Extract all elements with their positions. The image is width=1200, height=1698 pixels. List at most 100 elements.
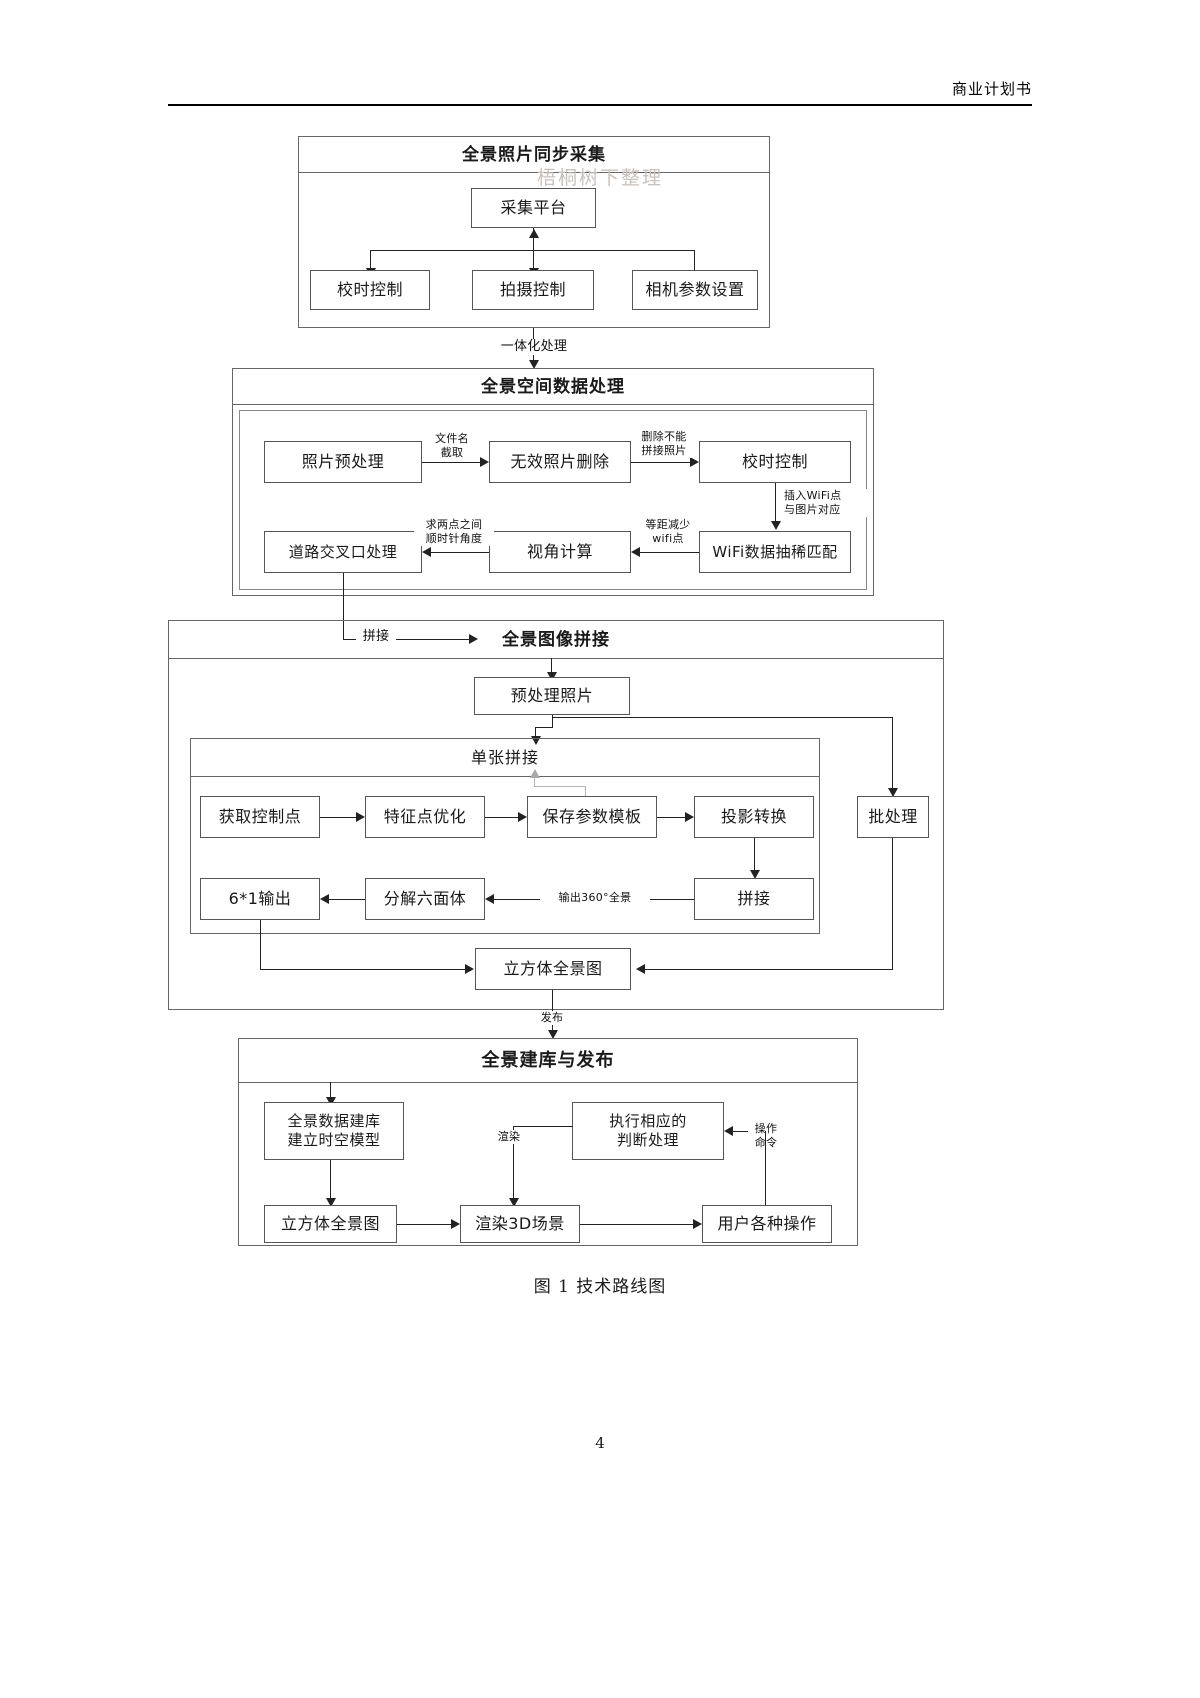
node-projection-convert: 投影转换 — [694, 796, 814, 838]
connector-preprocessed-stem — [552, 715, 553, 727]
node-time-sync-control-2: 校时控制 — [699, 441, 851, 483]
arrowhead-to-batch-process — [888, 788, 898, 797]
edge-label-clockwise-angle: 求两点之间 顺时针角度 — [414, 518, 494, 546]
connector-batch-drop — [892, 717, 893, 795]
arrowhead-to-save-template — [518, 812, 527, 822]
node-stitch: 拼接 — [694, 878, 814, 920]
node-batch-process: 批处理 — [857, 796, 929, 838]
figure-caption: 图 1 技术路线图 — [533, 1277, 667, 1297]
connector-judgement-to-render-vert — [513, 1126, 514, 1204]
edge-label-publish: 发布 — [532, 1011, 572, 1025]
arrowhead-to-decompose-cube — [485, 894, 494, 904]
section-title-publish: 全景建库与发布 — [239, 1039, 857, 1083]
arrowhead-section4 — [548, 1030, 558, 1039]
node-label: 6*1输出 — [228, 889, 292, 908]
edge-label-line1: 求两点之间 — [425, 518, 483, 531]
node-label: 特征点优化 — [383, 807, 467, 826]
arrowhead-section2 — [529, 360, 539, 369]
connector-decompose-to-output — [329, 899, 365, 900]
connector-template-feedback-horz — [534, 786, 586, 787]
arrowhead-to-platform — [529, 229, 539, 238]
node-wifi-data-match: WiFi数据抽稀匹配 — [699, 531, 851, 573]
connector-template-to-projection — [657, 817, 685, 818]
node-invalid-photo-delete: 无效照片删除 — [489, 441, 631, 483]
page-number: 4 — [595, 1434, 605, 1452]
connector-template-feedback-riser — [534, 777, 535, 787]
arrowhead-to-single-stitch — [531, 736, 541, 745]
connector-preprocessed-drop — [535, 727, 536, 739]
node-label: 采集平台 — [500, 198, 567, 217]
node-label: 用户各种操作 — [717, 1214, 817, 1233]
arrowhead-to-cube-panorama-right — [636, 964, 645, 974]
arrowhead-to-render-3d — [509, 1198, 519, 1207]
arrowhead-to-view-angle — [631, 547, 640, 557]
node-label: 校时控制 — [336, 280, 403, 299]
node-label: 相机参数设置 — [645, 280, 745, 299]
arrowhead-to-invalid-delete — [480, 457, 489, 467]
edge-label-output-360: 输出360°全景 — [540, 891, 650, 905]
edge-label-insert-wifi: 插入WiFi点 与图片对应 — [784, 489, 868, 517]
connector-section2-to-section3-vert — [343, 573, 344, 639]
section-title-image-stitching: 全景图像拼接 — [169, 621, 943, 659]
connector-judgement-to-render-horz — [513, 1126, 573, 1127]
node-camera-parameter-settings: 相机参数设置 — [632, 270, 758, 310]
node-photo-preprocess: 照片预处理 — [264, 441, 422, 483]
edge-label-line1: 文件名 — [435, 432, 469, 445]
node-label: 立方体全景图 — [280, 1214, 380, 1233]
section-title-collection: 全景照片同步采集 — [299, 137, 769, 173]
connector-platform-bus — [370, 250, 695, 251]
node-build-database: 全景数据建库 建立时空模型 — [264, 1102, 404, 1160]
node-cube-panorama: 立方体全景图 — [475, 948, 631, 990]
node-label: 道路交叉口处理 — [288, 542, 398, 561]
section-panel-publish: 全景建库与发布 — [238, 1038, 858, 1246]
node-label: 投影转换 — [720, 807, 787, 826]
node-label: 预处理照片 — [510, 686, 594, 705]
arrowhead-to-projection-convert — [685, 812, 694, 822]
connector-wifi-to-viewangle — [640, 552, 699, 553]
node-label-line1: 执行相应的 — [609, 1112, 687, 1131]
arrowhead-to-time-sync-2 — [690, 457, 699, 467]
node-execute-judgement: 执行相应的 判断处理 — [572, 1102, 724, 1160]
arrowhead-to-six-by-one — [320, 894, 329, 904]
connector-control-to-feature — [320, 817, 356, 818]
connector-platform-stem — [533, 228, 534, 250]
node-preprocessed-photo: 预处理照片 — [474, 677, 630, 715]
edge-label-filename-crop: 文件名 截取 — [424, 432, 480, 460]
node-label-line1: 全景数据建库 — [287, 1112, 381, 1131]
section-panel-image-stitching: 全景图像拼接 — [168, 620, 944, 1010]
arrowhead-to-render-3d-scene — [451, 1219, 460, 1229]
connector-render-to-user — [580, 1224, 693, 1225]
connector-cube2-to-render — [397, 1224, 451, 1225]
node-six-by-one-output: 6*1输出 — [200, 878, 320, 920]
edge-label-line1: 操作 — [754, 1122, 778, 1135]
edge-label-op-command: 操作 命令 — [748, 1122, 784, 1150]
arrowhead-to-feature-optimize — [356, 812, 365, 822]
node-label: 照片预处理 — [301, 452, 385, 471]
node-label: 拼接 — [737, 889, 771, 908]
connector-output-to-cube — [260, 969, 465, 970]
edge-label-line2: 拼接照片 — [641, 443, 687, 457]
connector-section2-to-section3-horz — [343, 639, 469, 640]
section-panel-collection: 全景照片同步采集 — [298, 136, 770, 328]
arrowhead-to-road-cross — [422, 547, 431, 557]
node-label: 渲染3D场景 — [475, 1214, 565, 1233]
connector-projection-to-stitch — [754, 838, 755, 874]
connector-branch-mid — [533, 250, 534, 270]
connector-branch-left — [370, 250, 371, 270]
connector-title-to-preprocessed — [551, 658, 552, 676]
arrowhead-to-user-operations — [693, 1219, 702, 1229]
connector-builddb-to-cube — [330, 1160, 331, 1204]
subpanel-title-single-stitch: 单张拼接 — [191, 739, 819, 777]
node-label: 立方体全景图 — [503, 959, 603, 978]
subpanel-single-stitch: 单张拼接 — [190, 738, 820, 934]
arrowhead-to-wifi-match — [771, 521, 781, 530]
connector-preprocessed-jog — [535, 727, 553, 728]
edge-label-line2: 截取 — [440, 445, 464, 459]
node-get-control-points: 获取控制点 — [200, 796, 320, 838]
edge-label-render: 渲染 — [489, 1130, 529, 1144]
node-save-param-template: 保存参数模板 — [527, 796, 657, 838]
node-view-angle-calc: 视角计算 — [489, 531, 631, 573]
arrowhead-feedback-single-stitch — [530, 769, 540, 778]
connector-batch-drop-2 — [892, 838, 893, 969]
